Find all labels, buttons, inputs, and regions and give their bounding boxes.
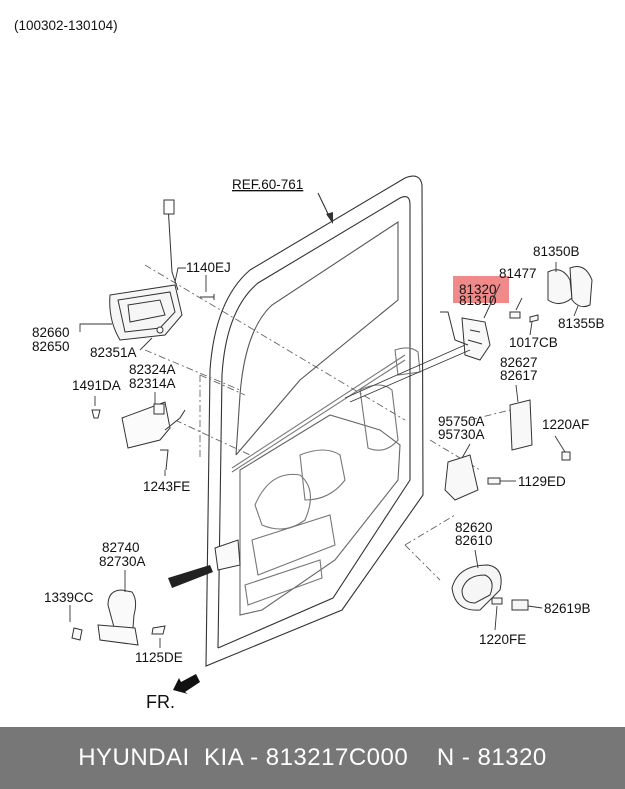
part-label-1339cc: 1339CC	[44, 590, 94, 605]
part-label-81310: 81310	[459, 293, 497, 308]
inside-handle-housing	[444, 399, 571, 501]
reference-label: REF.60-761	[232, 177, 303, 192]
part-label-81355b: 81355B	[558, 316, 605, 331]
highlight-box-81320	[453, 276, 509, 303]
part-label-1220fe: 1220FE	[479, 632, 526, 647]
reference-arrowhead	[326, 212, 333, 224]
part-label-95730a: 95730A	[438, 427, 485, 442]
part-label-1129ed: 1129ED	[518, 474, 566, 489]
part-label-1243fe: 1243FE	[143, 479, 190, 494]
date-range-label: (100302-130104)	[14, 18, 118, 33]
part-label-81320: 81320	[459, 282, 497, 297]
part-label-1125de: 1125DE	[135, 650, 183, 665]
part-label-82740: 82740	[102, 540, 140, 555]
lock-bracket	[91, 401, 186, 471]
part-label-81350b: 81350B	[533, 244, 580, 259]
part-label-82610: 82610	[455, 533, 493, 548]
part-label-82730a: 82730A	[99, 554, 146, 569]
front-arrow-icon	[173, 674, 200, 694]
outside-handle-assembly	[109, 199, 215, 341]
part-label-82650: 82650	[32, 339, 70, 354]
door-checker	[71, 539, 241, 646]
inside-handle	[451, 564, 529, 611]
part-label-1491da: 1491DA	[72, 378, 121, 393]
part-label-82660: 82660	[32, 325, 70, 340]
label-leaders	[69, 262, 579, 648]
part-label-82620: 82620	[455, 520, 493, 535]
part-label-95750a: 95750A	[438, 414, 485, 429]
part-label-82617: 82617	[500, 368, 538, 383]
footer-bar: HYUNDAI KIA - 813217C000 N - 81320	[0, 727, 625, 789]
footer-brand-code: HYUNDAI KIA - 813217C000	[78, 744, 409, 771]
part-label-82627: 82627	[500, 355, 538, 370]
exploded-parts-diagram: (100302-130104) REF.60-761	[14, 18, 605, 712]
part-label-1140ej: 1140EJ	[186, 260, 231, 275]
footer-spacer	[408, 744, 437, 772]
part-label-82324a: 82324A	[129, 362, 176, 377]
part-label-82314a: 82314A	[129, 376, 176, 391]
latch-assembly	[344, 266, 593, 403]
part-label-82619b: 82619B	[544, 601, 591, 616]
door-panel	[205, 175, 424, 667]
leader-lines	[144, 264, 511, 581]
part-label-82351a: 82351A	[90, 345, 137, 360]
front-direction-label: FR.	[146, 692, 175, 712]
part-label-81477: 81477	[499, 266, 537, 281]
part-label-1017cb: 1017CB	[509, 335, 558, 350]
checker-arrow	[168, 565, 213, 588]
footer-part-number: N - 81320	[436, 744, 547, 771]
part-label-1220af: 1220AF	[542, 417, 589, 432]
